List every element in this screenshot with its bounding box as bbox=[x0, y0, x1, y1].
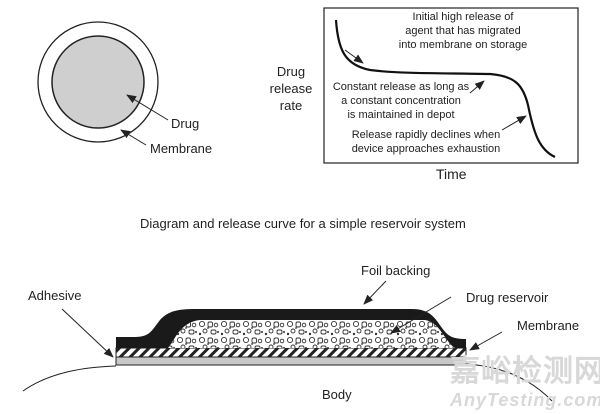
membrane-arrow bbox=[120, 129, 147, 146]
watermark-chinese: 嘉峪检测网 bbox=[450, 355, 600, 388]
foil-backing-label: Foil backing bbox=[361, 263, 431, 278]
drug-arrow bbox=[126, 94, 169, 121]
drug-label: Drug bbox=[171, 116, 200, 131]
figure-caption: Diagram and release curve for a simple r… bbox=[140, 216, 466, 231]
constant-release-arrow bbox=[469, 80, 485, 94]
membrane-patch-arrow bbox=[469, 331, 503, 351]
release-curve-chart bbox=[323, 7, 579, 164]
body-surface-left bbox=[22, 365, 117, 392]
decline-annotation: Release rapidly declines when device app… bbox=[346, 128, 506, 156]
membrane-layer bbox=[115, 347, 467, 358]
membrane-label: Membrane bbox=[150, 141, 213, 156]
y-axis-label-line: Drug bbox=[276, 64, 306, 79]
initial-release-annotation: Initial high release of agent that has m… bbox=[388, 10, 538, 52]
x-axis-label: Time bbox=[436, 166, 467, 182]
watermark-english: AnyTesting.com bbox=[450, 390, 600, 410]
annotation-line: into membrane on storage bbox=[398, 39, 528, 51]
annotation-line: Release rapidly declines when bbox=[351, 129, 501, 141]
annotation-line: Initial high release of bbox=[412, 11, 514, 23]
body-label: Body bbox=[322, 387, 352, 402]
adhesive-arrow bbox=[61, 308, 114, 358]
drug-core bbox=[51, 35, 145, 129]
drug-reservoir-arrow bbox=[390, 296, 452, 334]
adhesive-label: Adhesive bbox=[28, 288, 82, 303]
adhesive-layer bbox=[115, 356, 467, 366]
foil-backing-layer bbox=[116, 309, 466, 348]
patch-diagram bbox=[22, 280, 553, 402]
decline-arrow bbox=[501, 115, 527, 131]
initial-release-arrow bbox=[344, 49, 364, 64]
annotation-line: Constant release as long as bbox=[332, 81, 470, 93]
y-axis-label: Drug release rate bbox=[262, 63, 320, 114]
body-surface-right bbox=[465, 363, 553, 402]
constant-release-annotation: Constant release as long as a constant c… bbox=[326, 80, 476, 122]
membrane-patch-label: Membrane bbox=[517, 318, 580, 333]
y-axis-label-line: rate bbox=[279, 98, 303, 113]
annotation-line: agent that has migrated bbox=[405, 25, 521, 37]
release-curve-line bbox=[334, 19, 556, 158]
annotation-line: is maintained in depot bbox=[347, 109, 455, 121]
reservoir-circle-diagram bbox=[37, 21, 169, 146]
annotation-line: a constant concentration bbox=[341, 95, 461, 107]
drug-reservoir-layer bbox=[168, 320, 455, 348]
y-axis-label-line: release bbox=[269, 81, 313, 96]
annotation-line: device approaches exhaustion bbox=[351, 143, 501, 155]
drug-reservoir-label: Drug reservoir bbox=[466, 290, 549, 305]
foil-backing-arrow bbox=[363, 280, 387, 305]
chart-frame bbox=[323, 7, 579, 164]
